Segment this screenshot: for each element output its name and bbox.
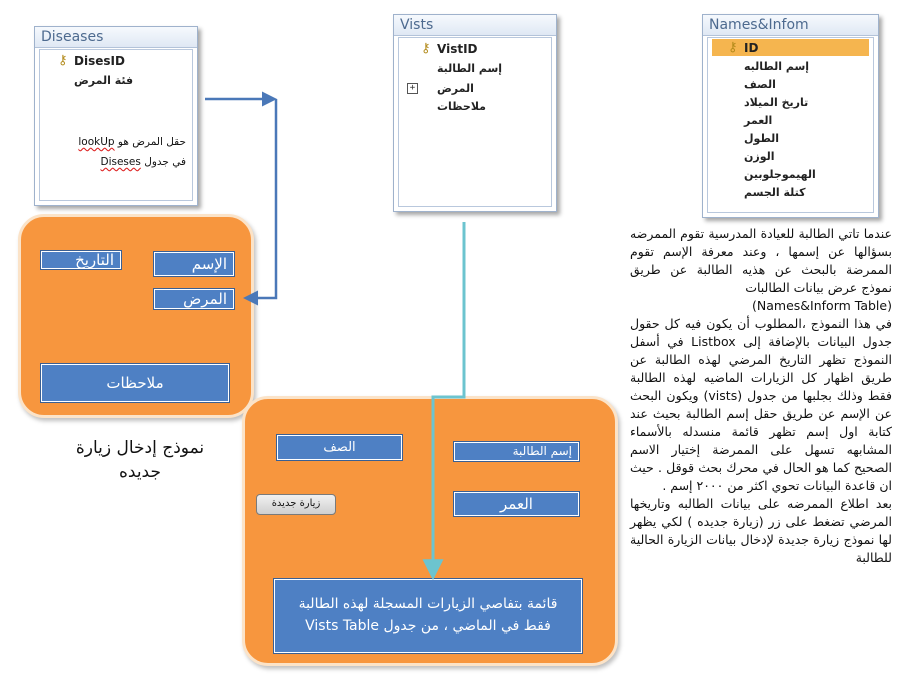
field-student-name[interactable]: إسم الطالبة <box>437 62 503 75</box>
visits-table: Vists ⚷ VistID إسم الطالبة + المرض ملاحظ… <box>393 14 557 212</box>
field-id[interactable]: ID <box>744 41 759 55</box>
grade-field[interactable]: الصف <box>276 434 403 461</box>
field-vistid[interactable]: VistID <box>437 42 478 56</box>
lookup-note: حقل المرض هو lookUp في جدول Diseses <box>46 132 186 172</box>
names-info-table: Names&Infom ⚷ ID إسم الطالبه الصف تاريخ … <box>702 14 879 218</box>
lookup-note-table: Diseses <box>100 156 141 168</box>
description-paragraph-3: بعد اطلاع الممرضه على بيانات الطالبه وتا… <box>630 496 892 565</box>
expand-icon[interactable]: + <box>407 83 418 94</box>
diseases-table-body: ⚷ DisesID فئة المرض حقل المرض هو lookUp … <box>39 49 193 201</box>
names-info-table-body: ⚷ ID إسم الطالبه الصف تاريخ الميلاد العم… <box>707 37 874 213</box>
age-field[interactable]: العمر <box>453 491 580 517</box>
new-visit-form-caption: نموذج إدخال زيارة جديده <box>75 438 205 482</box>
lookup-note-text-2: في جدول <box>144 156 186 168</box>
field-disesid[interactable]: DisesID <box>74 54 125 68</box>
student-name-search-field[interactable]: إسم الطالبة <box>453 441 580 462</box>
field-age[interactable]: العمر <box>744 114 773 127</box>
visits-table-body: ⚷ VistID إسم الطالبة + المرض ملاحظات <box>398 37 552 207</box>
disease-field[interactable]: المرض <box>153 288 235 310</box>
visits-list-line-1: قائمة بتفاصي الزيارات المسجلة لهذه الطال… <box>298 596 558 612</box>
notes-field[interactable]: ملاحظات <box>40 363 230 403</box>
visits-to-list-arrow <box>422 222 466 581</box>
primary-key-icon: ⚷ <box>728 40 738 55</box>
lookup-return-arrow <box>243 99 278 306</box>
lookup-note-text: حقل المرض هو <box>117 136 186 148</box>
description-paragraph-2: في هذا النموذج ،المطلوب أن يكون فيه كل ح… <box>630 316 893 493</box>
primary-key-icon: ⚷ <box>421 41 431 56</box>
visits-history-listbox[interactable]: قائمة بتفاصي الزيارات المسجلة لهذه الطال… <box>273 578 583 654</box>
diseases-table-title: Diseases <box>35 27 197 48</box>
field-birth-date[interactable]: تاريخ الميلاد <box>744 96 809 109</box>
date-field[interactable]: التاريخ <box>40 250 122 270</box>
primary-key-icon: ⚷ <box>58 53 68 68</box>
name-field[interactable]: الإسم <box>153 251 235 277</box>
field-bmi[interactable]: كتلة الجسم <box>744 186 806 199</box>
names-info-table-title: Names&Infom <box>703 15 878 36</box>
description-text: عندما تاتي الطالبة للعيادة المدرسية تقوم… <box>630 225 892 567</box>
field-disease[interactable]: المرض <box>437 82 474 95</box>
field-weight[interactable]: الوزن <box>744 150 775 163</box>
field-grade[interactable]: الصف <box>744 78 776 91</box>
field-disease-category[interactable]: فئة المرض <box>74 74 134 87</box>
new-visit-button[interactable]: زيارة جديدة <box>256 494 336 515</box>
selected-field-row[interactable] <box>712 39 869 56</box>
field-hemoglobin[interactable]: الهيموجلوبين <box>744 168 816 181</box>
lookup-note-keyword: lookUp <box>78 136 115 148</box>
description-paragraph-1: عندما تاتي الطالبة للعيادة المدرسية تقوم… <box>630 226 892 295</box>
field-notes[interactable]: ملاحظات <box>437 100 486 113</box>
visits-list-line-2: فقط في الماضي ، من جدول Vists Table <box>305 618 551 634</box>
diseases-table: Diseases ⚷ DisesID فئة المرض حقل المرض ه… <box>34 26 198 206</box>
field-student-name[interactable]: إسم الطالبه <box>744 60 810 73</box>
field-height[interactable]: الطول <box>744 132 780 145</box>
description-table-reference: (Names&Inform Table) <box>752 298 892 313</box>
visits-table-title: Vists <box>394 15 556 36</box>
